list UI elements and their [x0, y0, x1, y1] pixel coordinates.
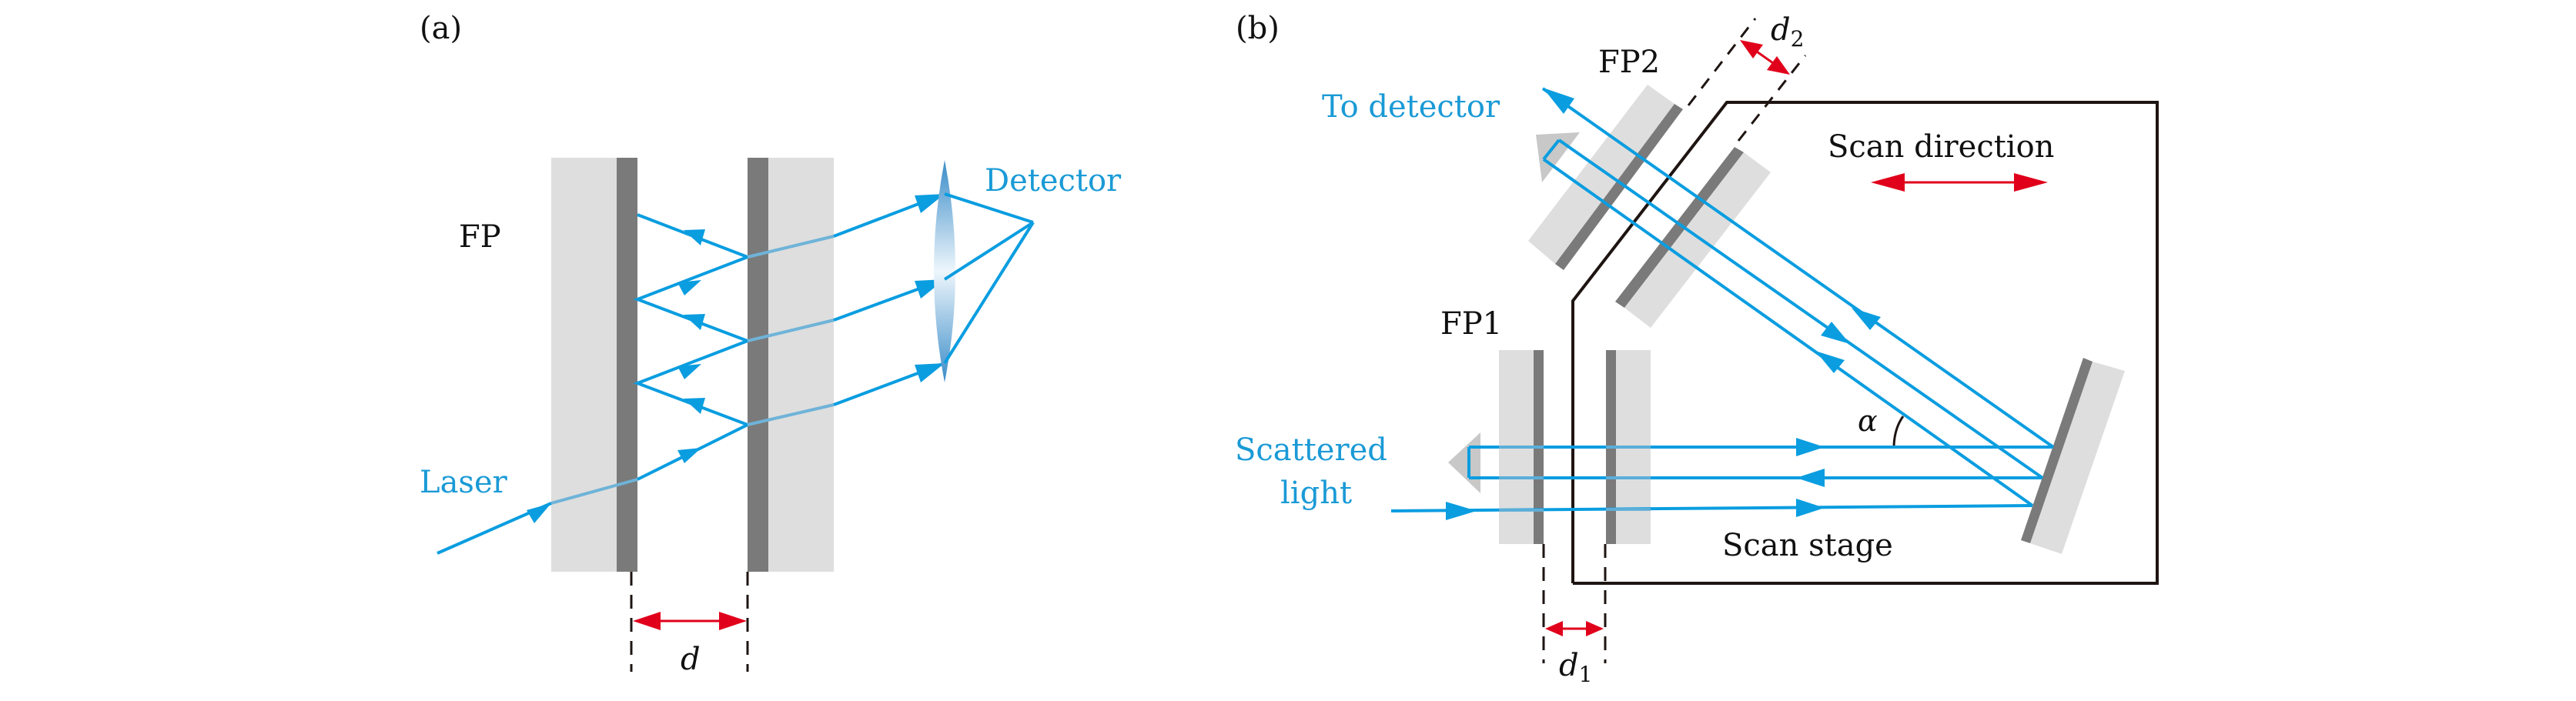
scan-stage-outline [1571, 101, 2159, 585]
rays-in-glass-overlay [1499, 446, 1651, 512]
fp-right-plate [768, 158, 834, 572]
lens [934, 160, 955, 382]
cavity-arrow-2 [684, 398, 705, 414]
cavity-arrow-3 [677, 364, 701, 379]
focused-rays [943, 192, 1035, 365]
cavity-arrow-4 [684, 314, 705, 330]
cavity-arrowheads [677, 229, 705, 463]
diag-ray-1-arrow [1852, 308, 1881, 330]
diag-ray-3-arrow [1815, 351, 1845, 373]
focused-ray-1 [944, 192, 1034, 224]
fp2-label: FP2 [1598, 45, 1660, 80]
dim-d2-guide-2 [1737, 55, 1807, 142]
to-detector-label: To detector [1322, 89, 1500, 125]
dim-d1-arrowhead-right [1586, 621, 1604, 636]
panel-a: (a) FP Laser Detector [420, 11, 1122, 677]
dim-d2-arrowhead-2 [1767, 56, 1790, 75]
transmitted-glass-1 [747, 235, 835, 259]
input-arrow-outside [1446, 502, 1477, 520]
scattered-light-label-line2: light [1280, 476, 1352, 511]
focused-ray-3 [943, 221, 1035, 365]
cavity-ray-path [633, 213, 752, 481]
dim-d1-base: d [1559, 648, 1579, 683]
transmitted-arrow-3 [915, 363, 945, 382]
fp-left-plate [551, 158, 617, 572]
cavity-arrow-1 [677, 448, 701, 463]
angle-alpha-label: α [1858, 404, 1878, 438]
transmitted-arrow-1 [915, 194, 945, 213]
laser-arrowhead [527, 503, 551, 523]
detector-label: Detector [985, 163, 1122, 199]
panel-b-arrowheads [1446, 88, 1881, 520]
fp2-plate2-mirror [1615, 147, 1744, 308]
panel-b: (b) Scan direction Scan stage FP1 FP2 d2 [1235, 11, 2159, 687]
dim-d2-base: d [1771, 12, 1791, 48]
dim-d2-sub: 2 [1791, 26, 1805, 52]
fp-right-mirror [748, 158, 768, 572]
fp-left-mirror [617, 158, 637, 572]
bottom-ray-arrow [1796, 499, 1825, 517]
top-ray-arrow [1796, 438, 1825, 456]
diag-ray-2 [1557, 139, 2044, 479]
diag-ray-3 [1542, 158, 2034, 507]
fp1-return-ghost-arrow [1448, 432, 1480, 493]
angle-alpha-arc [1892, 416, 1905, 446]
scan-direction-arrowhead-right [2014, 173, 2048, 192]
panel-a-label: (a) [420, 11, 462, 46]
fp2-plate2-glass [1624, 152, 1771, 328]
dim-d-arrowhead-right [719, 612, 747, 630]
dim-d-arrowhead-left [633, 612, 661, 630]
laser-in-glass-ray [550, 478, 638, 505]
scan-stage-label: Scan stage [1722, 528, 1893, 563]
fp2-return-ghost-arrow [1536, 132, 1580, 182]
dim-d1-label: d1 [1559, 648, 1592, 687]
panel-b-rays [1390, 87, 2055, 512]
dim-d1-arrowhead-left [1545, 621, 1563, 636]
dim-d2-label: d2 [1771, 12, 1804, 52]
diag-ray-2-arrow [1821, 322, 1850, 344]
to-detector-arrow [1543, 88, 1574, 114]
input-ray [1390, 504, 2033, 512]
scan-mirror-glass [2030, 362, 2125, 554]
fp2-plate1-glass [1528, 85, 1674, 264]
scan-direction-label: Scan direction [1828, 129, 2054, 165]
dim-d1-sub: 1 [1579, 662, 1593, 687]
fp1-label: FP1 [1440, 306, 1502, 342]
dim-d2-arrowhead-1 [1740, 40, 1763, 58]
dim-d-label: d [681, 642, 701, 677]
laser-label: Laser [420, 465, 508, 500]
fp-label: FP [459, 219, 501, 255]
scan-direction-arrowhead-left [1871, 173, 1905, 192]
focused-ray-2 [943, 221, 1035, 281]
scan-mirror-surface [2021, 358, 2093, 543]
transmitted-rays-in-glass [747, 235, 835, 426]
cavity-arrow-6 [684, 229, 705, 245]
fp2-plate1-mirror [1555, 104, 1683, 270]
panel-b-label: (b) [1236, 11, 1280, 46]
scattered-light-label-line1: Scattered [1235, 432, 1387, 468]
cavity-rays [633, 213, 752, 481]
dim-d2-guide-1 [1687, 18, 1757, 106]
diag-ray-1 [1541, 87, 2055, 449]
loop2-edge [1542, 139, 1561, 161]
cavity-arrow-5 [677, 280, 701, 295]
transmitted-glass-3 [747, 403, 835, 426]
middle-ray-arrow [1796, 469, 1825, 487]
transmitted-glass-2 [747, 319, 835, 342]
